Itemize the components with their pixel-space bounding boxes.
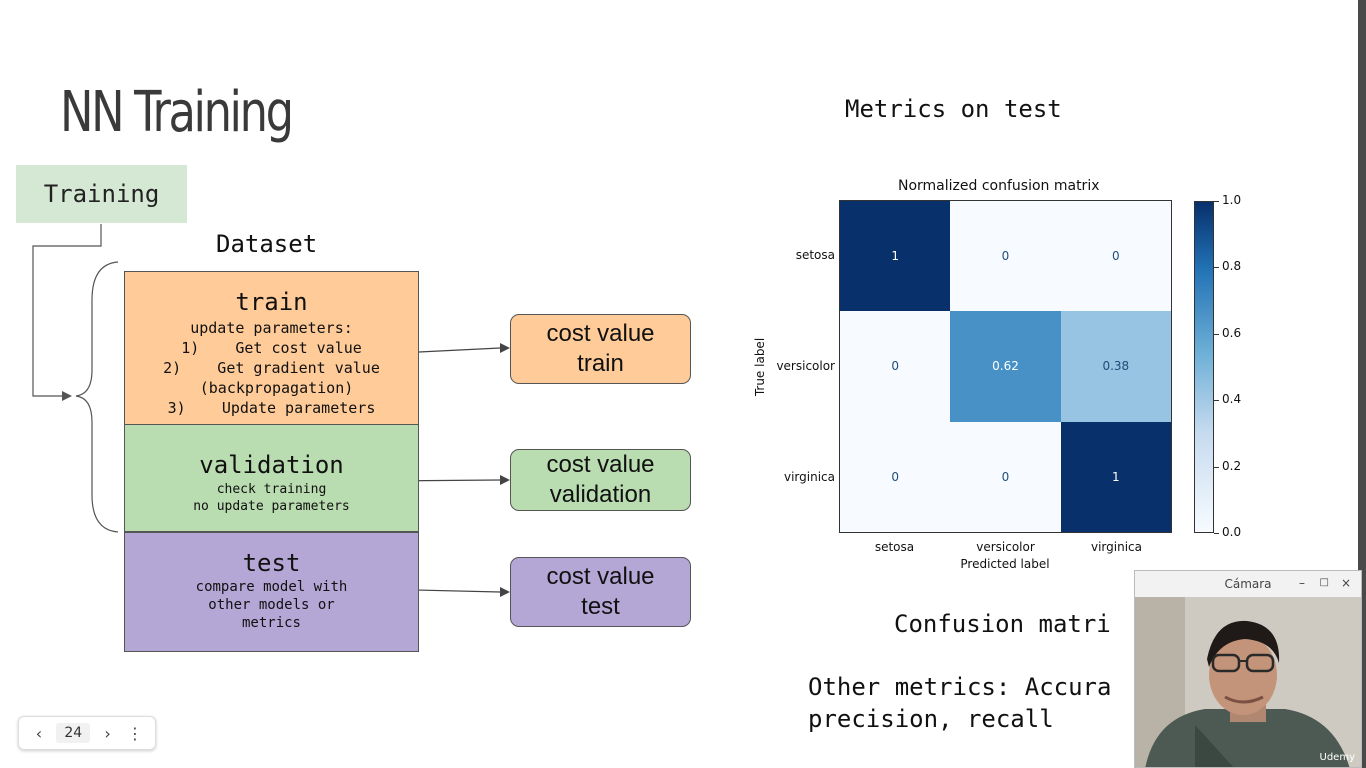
y-tick-label: versicolor	[776, 358, 835, 373]
test-block: test compare model with other models or …	[124, 532, 419, 652]
cell-value-label: 1	[1112, 469, 1120, 484]
y-tick-label: virginica	[784, 469, 835, 484]
test-line: metrics	[241, 615, 301, 631]
cost-test-box: cost value test	[510, 557, 691, 627]
camera-title: Cámara	[1224, 577, 1272, 591]
cost-test-line: test	[581, 593, 620, 620]
arrow-head	[500, 475, 510, 485]
confusion-matrix-text: Confusion matri	[894, 610, 1111, 638]
heatmap-cell: 1	[840, 201, 951, 312]
train-title: train	[235, 288, 308, 316]
colorbar-tick-mark	[1214, 267, 1219, 269]
heatmap-cell: 0	[950, 421, 1061, 532]
cost-train-line: train	[577, 350, 624, 377]
x-tick-label: setosa	[874, 540, 915, 554]
metrics-title: Metrics on test	[845, 95, 1062, 123]
test-title: test	[242, 549, 301, 577]
chevron-left-icon[interactable]: ‹	[35, 723, 43, 743]
other-metrics-text: Other metrics: Accura precision, recall	[808, 671, 1111, 735]
colorbar-tick-label: 0.8	[1222, 259, 1242, 274]
train-block: train update parameters: 1) Get cost val…	[124, 271, 419, 425]
cost-validation-line: cost value	[546, 451, 655, 478]
arrow-head	[500, 343, 510, 353]
cell-value-label: 0	[891, 469, 899, 484]
window-edge	[1358, 0, 1366, 768]
validation-line: check training	[216, 482, 327, 497]
maximize-icon[interactable]: □	[1319, 577, 1329, 588]
colorbar-tick-mark	[1214, 466, 1219, 468]
test-line: compare model with	[195, 579, 348, 595]
colorbar	[1194, 201, 1214, 533]
cost-validation-line: validation	[549, 481, 652, 508]
dataset-brace	[75, 261, 119, 533]
heatmap-cell: 0	[1060, 201, 1171, 312]
heatmap-cell: 0.38	[1060, 311, 1171, 422]
heatmap-cell: 1	[1060, 421, 1171, 532]
y-tick-label: setosa	[795, 247, 835, 262]
other-metrics-line: Other metrics: Accura	[808, 673, 1112, 701]
other-metrics-line: precision, recall	[808, 705, 1054, 733]
confusion-matrix-grid: 1 0 0 0 0.62 0.38 0 0 1	[839, 200, 1172, 533]
validation-title: validation	[199, 451, 344, 479]
cost-test-line: cost value	[546, 563, 655, 590]
cell-value-label: 1	[891, 249, 899, 264]
colorbar-tick-mark	[1214, 333, 1219, 335]
cell-value-label: 0	[1001, 249, 1010, 264]
heatmap-cell: 0	[950, 201, 1061, 312]
presenter-video	[1135, 597, 1361, 767]
cell-value-label: 0	[1001, 469, 1010, 484]
slide-title: NN Training	[60, 80, 294, 145]
cost-train-box: cost value train	[510, 314, 691, 384]
colorbar-tick-label: 0.2	[1222, 458, 1242, 473]
train-line: (backpropagation)	[199, 379, 354, 397]
colorbar-tick-label: 0.0	[1222, 525, 1242, 539]
heatmap-cell: 0.62	[950, 311, 1061, 422]
colorbar-tick-label: 0.4	[1222, 392, 1242, 407]
cell-value-label: 0	[1112, 249, 1120, 264]
validation-line: no update parameters	[193, 499, 350, 514]
train-line: 3) Update parameters	[167, 399, 376, 417]
arrow-head	[500, 587, 510, 597]
chart-title: Normalized confusion matrix	[898, 178, 1100, 194]
colorbar-tick-mark	[1214, 201, 1219, 202]
page-number[interactable]: 24	[56, 723, 91, 743]
cost-validation-box: cost value validation	[510, 449, 691, 511]
chevron-right-icon[interactable]: ›	[104, 723, 111, 743]
arrow-head	[62, 391, 72, 401]
heatmap-cell: 0	[840, 311, 951, 422]
colorbar-tick-label: 0.6	[1222, 325, 1242, 340]
close-icon[interactable]: ×	[1340, 576, 1351, 590]
train-line: 2) Get gradient value	[163, 359, 380, 377]
slide-navigation: ‹ 24 › ⋮	[18, 716, 156, 750]
camera-window[interactable]: Cámara – □ × Udemy	[1134, 570, 1362, 768]
x-axis-label: Predicted label	[960, 557, 1050, 571]
train-line: 1) Get cost value	[181, 339, 362, 357]
cost-train-line: cost value	[546, 320, 655, 347]
cell-value-label: 0.38	[1102, 359, 1130, 374]
camera-feed: Udemy	[1135, 597, 1361, 767]
x-tick-label: virginica	[1091, 540, 1142, 554]
test-line: other models or	[208, 597, 335, 613]
training-label: Training	[16, 165, 187, 223]
cell-value-label: 0	[891, 359, 899, 374]
heatmap-cell: 0	[840, 421, 951, 532]
camera-titlebar[interactable]: Cámara – □ ×	[1135, 571, 1361, 597]
train-arrow	[418, 347, 501, 353]
training-connector	[32, 224, 102, 397]
dataset-label: Dataset	[216, 230, 318, 258]
minimize-icon[interactable]: –	[1299, 576, 1305, 590]
colorbar-tick-label: 1.0	[1222, 193, 1242, 207]
colorbar-tick-mark	[1214, 400, 1219, 402]
colorbar-tick-mark	[1214, 533, 1219, 534]
udemy-watermark-icon: Udemy	[1319, 752, 1355, 763]
x-tick-label: versicolor	[976, 540, 1035, 554]
cell-value-label: 0.62	[992, 359, 1019, 374]
more-options-icon[interactable]: ⋮	[127, 723, 143, 743]
train-line: update parameters:	[190, 319, 353, 337]
presenter-hair	[1207, 620, 1280, 667]
glasses-icon	[1211, 653, 1241, 673]
validation-block: validation check training no update para…	[124, 424, 419, 532]
